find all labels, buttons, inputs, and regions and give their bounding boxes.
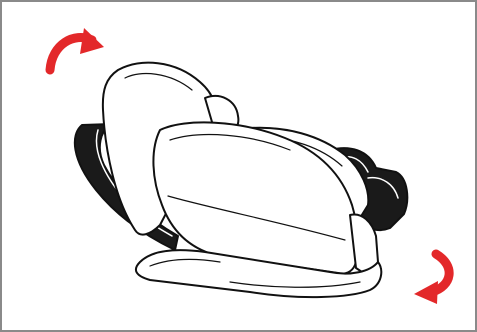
massage-chair-drawing bbox=[75, 63, 407, 297]
bottom-curved-arrow-icon bbox=[414, 254, 449, 304]
top-curved-arrow-icon bbox=[50, 28, 104, 70]
